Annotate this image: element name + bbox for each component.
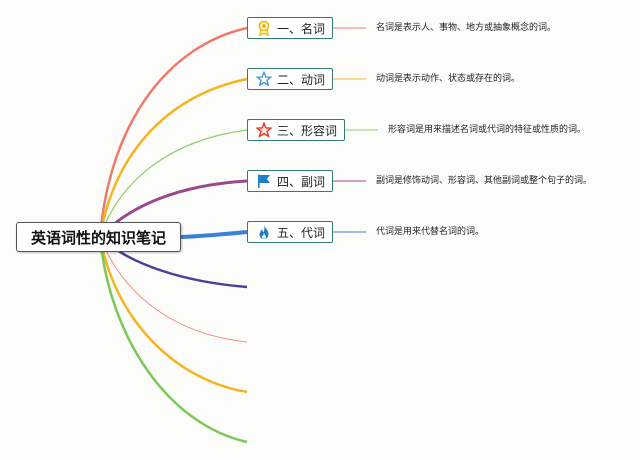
branch-line-empty-2 (99, 236, 248, 343)
topic-label: 五、代词 (277, 225, 326, 240)
topic-description: 名词是表示人、事物、地方或抽象概念的词。 (376, 23, 557, 33)
topic-adverb[interactable]: 四、副词 (247, 170, 333, 192)
topic-verb[interactable]: 二、动词 (247, 68, 333, 90)
topic-label: 四、副词 (277, 174, 326, 189)
flame-icon (256, 224, 272, 240)
branch-line-empty-3 (98, 236, 248, 394)
topic-description: 动词是表示动作、状态或存在的词。 (376, 74, 521, 84)
branch-line-noun (98, 26, 248, 238)
root-topic[interactable]: 英语词性的知识笔记 (16, 222, 181, 252)
topic-label: 二、动词 (277, 72, 326, 87)
topic-description: 形容词是用来描述名词或代词的特征或性质的词。 (388, 125, 587, 135)
topic-adjective[interactable]: 三、形容词 (247, 119, 345, 141)
branch-line-verb (98, 77, 248, 238)
topic-label: 一、名词 (277, 21, 326, 36)
branch-line-empty-4 (98, 236, 248, 444)
flag-icon (256, 173, 272, 189)
branch-line-adjective (99, 129, 248, 238)
ribbon-badge-icon (256, 20, 272, 36)
topic-label: 三、形容词 (277, 123, 338, 138)
topic-description: 副词是修饰动词、形容词、其他副词或整个句子的词。 (376, 176, 593, 186)
branch-line-pronoun (180, 230, 248, 239)
root-topic-label: 英语词性的知识笔记 (30, 228, 166, 247)
star-outline-icon (256, 71, 272, 87)
topic-pronoun[interactable]: 五、代词 (247, 221, 333, 243)
topic-noun[interactable]: 一、名词 (247, 17, 333, 39)
topic-description: 代词是用来代替名词的词。 (376, 227, 485, 237)
star-red-icon (256, 122, 272, 138)
